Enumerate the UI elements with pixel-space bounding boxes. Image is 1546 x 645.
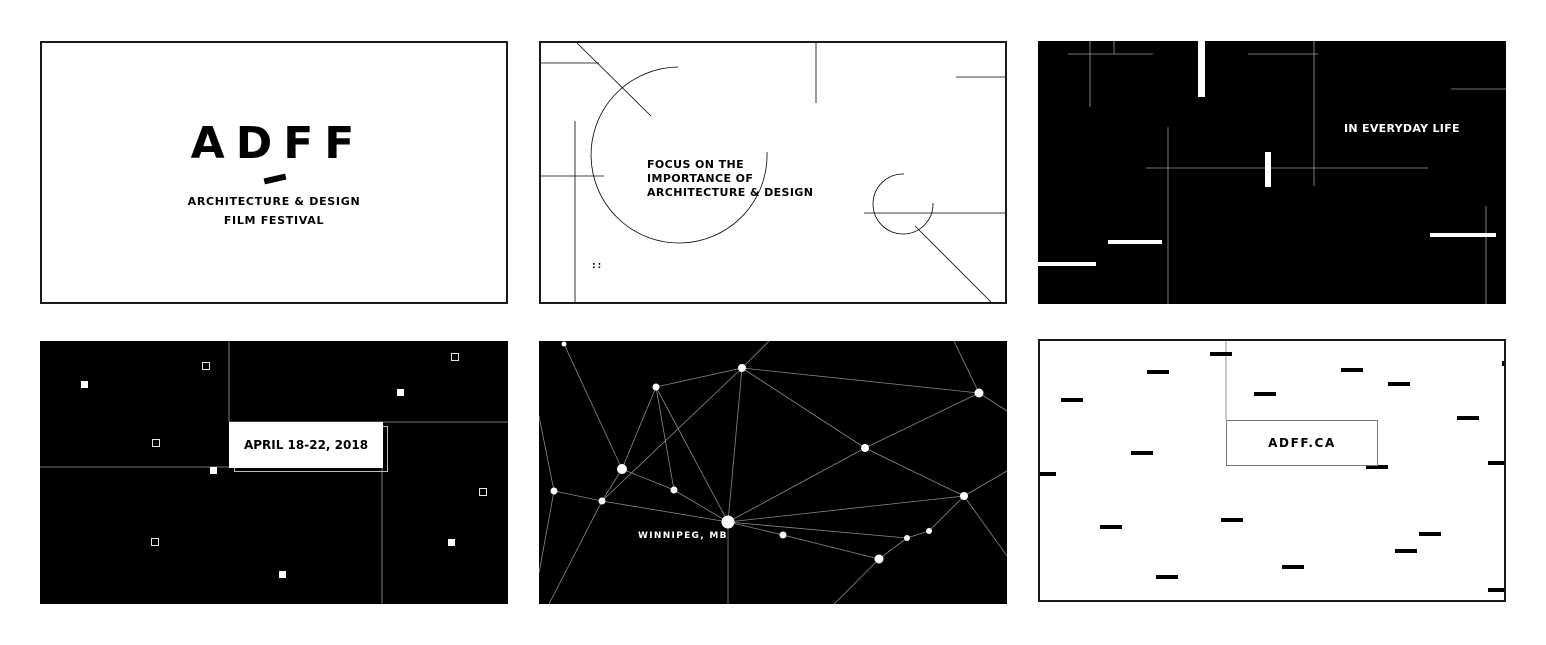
website-card: ADFF.CA: [1038, 339, 1506, 602]
festival-name-line-2: FILM FESTIVAL: [223, 214, 325, 227]
everyday-life-text: IN EVERYDAY LIFE: [1344, 122, 1460, 135]
city-label: WINNIPEG, MB: [638, 531, 728, 541]
network-graphic: [539, 341, 1007, 604]
location-card: WINNIPEG, MB: [539, 341, 1007, 604]
focus-text-line-2: IMPORTANCE OF: [647, 172, 754, 185]
url-box: [1226, 420, 1378, 466]
date-card: APRIL 18-22, 2018: [40, 341, 508, 604]
everyday-life-card: IN EVERYDAY LIFE: [1038, 41, 1506, 304]
website-url[interactable]: ADFF.CA: [1268, 436, 1336, 450]
festival-name-line-1: ARCHITECTURE & DESIGN: [187, 195, 361, 208]
date-box: [229, 422, 383, 468]
focus-text: FOCUS ON THE IMPORTANCE OF ARCHITECTURE …: [647, 158, 813, 200]
focus-card-graphics: [541, 43, 1005, 302]
logo-card: ADFF ARCHITECTURE & DESIGN FILM FESTIVAL: [40, 41, 508, 304]
website-card-graphics: [1040, 341, 1504, 592]
date-card-graphics: [40, 341, 508, 604]
focus-card: FOCUS ON THE IMPORTANCE OF ARCHITECTURE …: [539, 41, 1007, 304]
dots-mark: ::: [592, 261, 604, 271]
focus-text-line-1: FOCUS ON THE: [647, 158, 745, 171]
festival-dates: APRIL 18-22, 2018: [243, 438, 369, 452]
adff-logo: ADFF: [190, 118, 366, 169]
focus-text-line-3: ARCHITECTURE & DESIGN: [647, 186, 814, 199]
everyday-life-graphics: [1038, 41, 1506, 304]
logo-accent-dash: [263, 173, 287, 185]
